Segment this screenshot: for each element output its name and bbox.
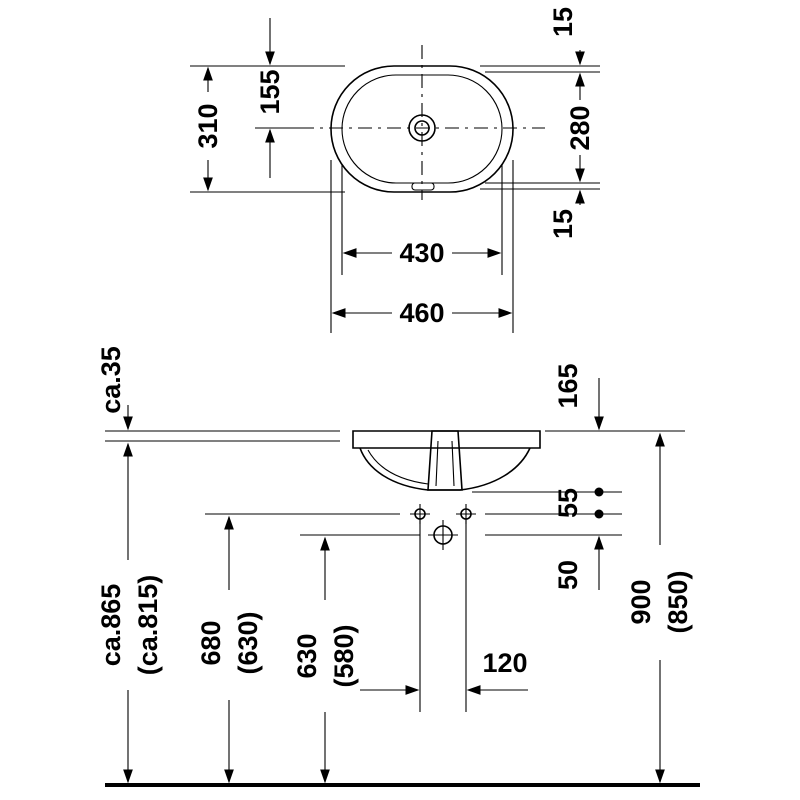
ref-dot (594, 487, 604, 497)
dim-rim-thickness-label: ca.35 (96, 346, 126, 414)
dim-rim-height-alt-label: (ca.815) (133, 575, 163, 676)
dim-rim-height-label: ca.865 (96, 584, 126, 667)
dim-valve-height-label: 680 (196, 620, 226, 665)
plan-view: 310 155 15 280 15 430 460 (190, 7, 600, 333)
drain-outer-ring (408, 114, 436, 142)
overflow-slot (411, 182, 435, 191)
dim-outer-width-label: 460 (399, 298, 444, 328)
drain-pipe-section (427, 430, 463, 491)
dim-valve-spacing-label: 55 (553, 488, 583, 518)
side-view: 120 ca.35 165 55 50 ca.865 (ca.815) 680 … (96, 346, 700, 787)
dim-basin-depth-label: 165 (553, 363, 583, 408)
dim-outer-depth-label: 310 (193, 103, 223, 148)
basin-section-bowl-inner (367, 449, 429, 485)
dim-waste-height-alt-label: (580) (329, 624, 359, 687)
basin-section-rim (352, 430, 541, 449)
dim-total-height-alt-label: (850) (663, 570, 693, 633)
ref-dot (594, 509, 604, 519)
dim-waste-offset-label: 50 (553, 560, 583, 590)
dim-total-height-label: 900 (626, 579, 656, 624)
dim-inner-width-label: 430 (399, 238, 444, 268)
dim-waste-width-label: 120 (482, 648, 527, 678)
dim-top-rim-label: 15 (548, 7, 578, 37)
dim-inner-depth-label: 280 (565, 105, 595, 150)
dim-valve-height-alt-label: (630) (233, 611, 263, 674)
drain-inner-ring (414, 120, 430, 136)
dim-outlet-offset-label: 155 (255, 69, 285, 114)
drain-pipe-inner (435, 440, 455, 487)
dim-bottom-rim-label: 15 (548, 209, 578, 239)
dim-waste-height-label: 630 (292, 633, 322, 678)
